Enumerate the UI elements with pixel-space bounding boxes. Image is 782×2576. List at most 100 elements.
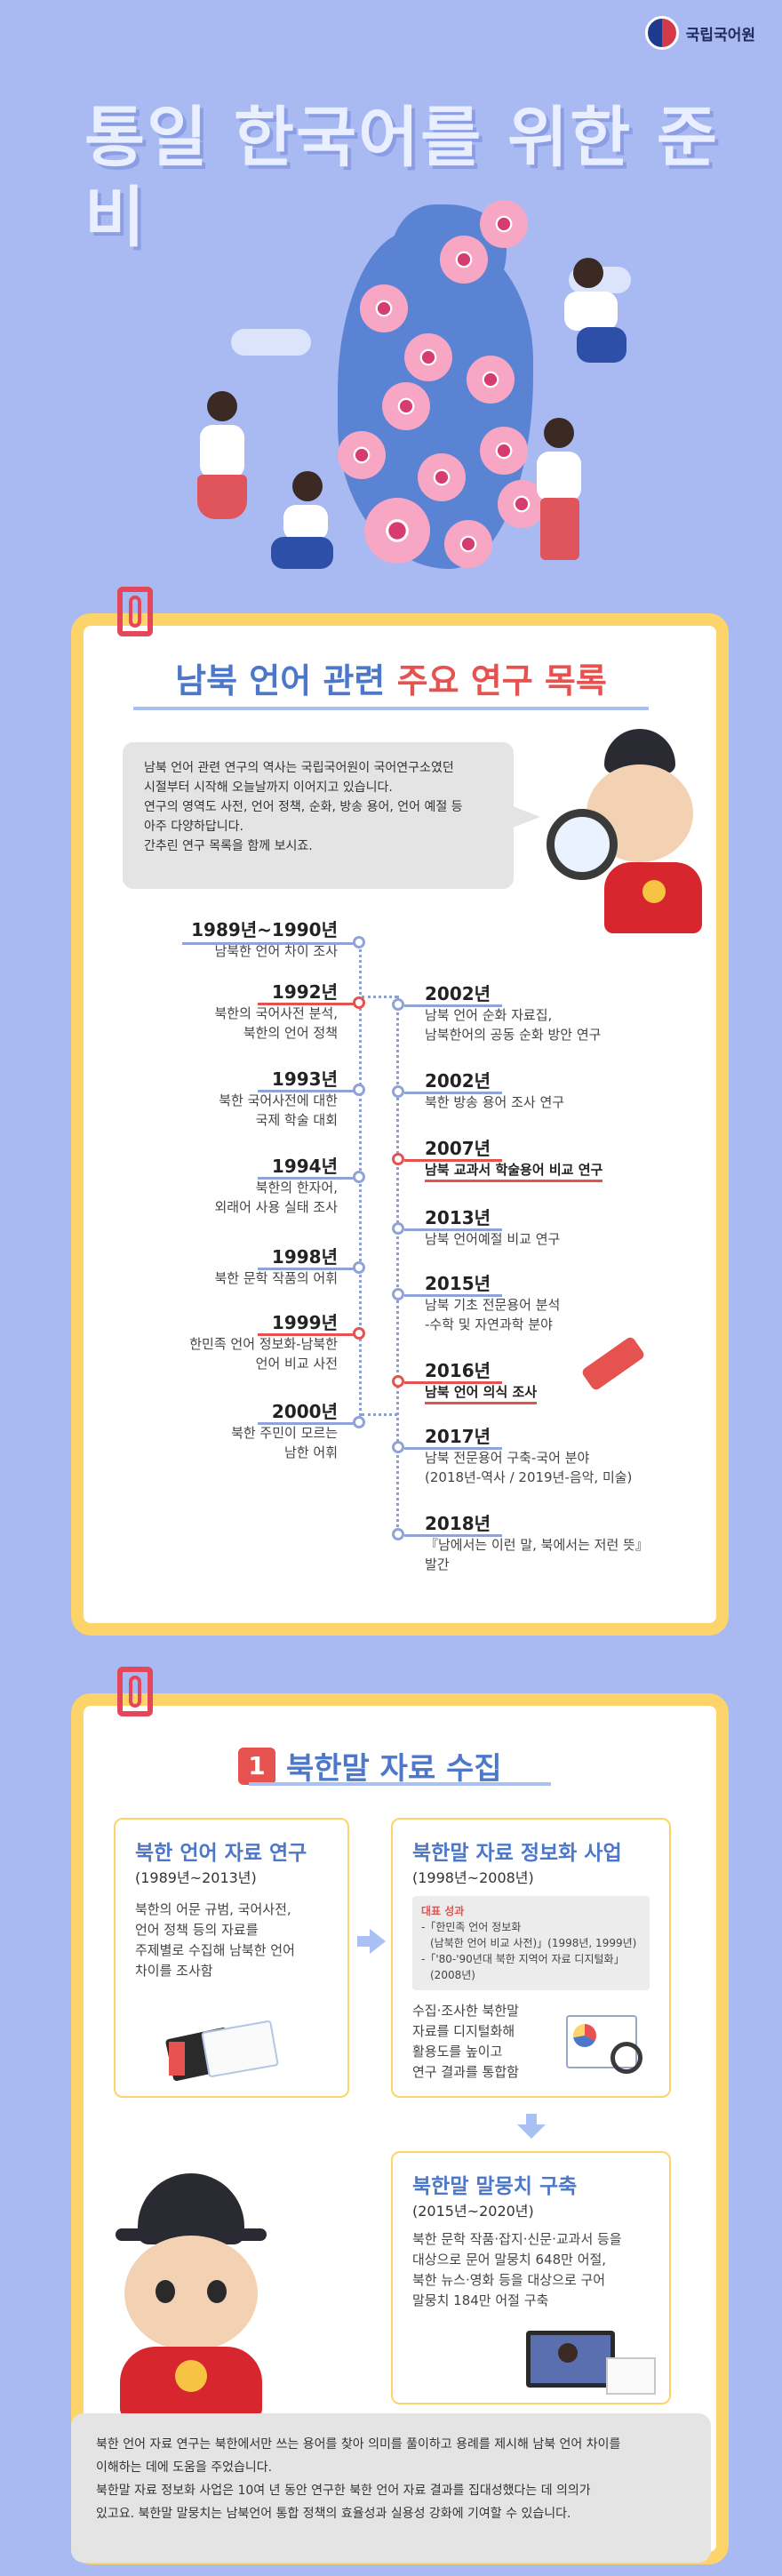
- year-underline: [404, 1294, 502, 1297]
- summary-note: 북한 언어 자료 연구는 북한에서만 쓰는 용어를 찾아 의미를 풀이하고 용례…: [71, 2413, 711, 2563]
- hero-illustration: [0, 0, 782, 604]
- year-underline: [404, 1228, 502, 1231]
- title-underline: [249, 1782, 551, 1786]
- org-name: 국립국어원: [685, 26, 755, 44]
- timeline-text: 남북 언어예절 비교 연구: [425, 1231, 561, 1247]
- timeline-year: 1993년: [271, 1068, 338, 1090]
- highlight-title: 대표 성과: [421, 1905, 465, 1917]
- timeline-text: 국제 학술 대회: [255, 1112, 338, 1128]
- flower-icon: [480, 200, 528, 248]
- section-title: 남북 언어 관련 주요 연구 목록: [175, 661, 607, 700]
- timeline-text: 남북 교과서 학술용어 비교 연구: [425, 1160, 603, 1182]
- card-text: 북한의 어문 규범, 국어사전,: [135, 1901, 291, 1917]
- timeline-year: 1994년: [271, 1156, 338, 1177]
- flower-icon: [338, 431, 386, 479]
- year-underline: [404, 1381, 502, 1384]
- flower-icon: [418, 453, 466, 501]
- timeline-text: 북한의 국어사전 분석,: [214, 1005, 338, 1021]
- timeline-entry: 2007년 남북 교과서 학술용어 비교 연구: [425, 1134, 709, 1182]
- year-underline: [404, 1534, 502, 1537]
- timeline-dot: [392, 1222, 404, 1235]
- timeline-text: 언어 비교 사전: [255, 1356, 338, 1372]
- timeline-entry: 2013년 남북 언어예절 비교 연구: [425, 1204, 709, 1249]
- timeline-text: 남북한어의 공동 순화 방안 연구: [425, 1027, 602, 1043]
- taegeuk-logo-icon: [644, 16, 679, 50]
- timeline-line: [396, 996, 399, 1538]
- year-underline: [404, 1092, 502, 1094]
- info-card: 북한 언어 자료 연구 (1989년~2013년) 북한의 어문 규범, 국어사…: [114, 1818, 349, 2098]
- timeline-year: 2000년: [271, 1401, 338, 1422]
- year-underline: [258, 1268, 355, 1270]
- highlight-text: -「'80-'90년대 북한 지역어 자료 디지털화」: [421, 1953, 625, 1965]
- card-text: 말뭉치 184만 어절 구축: [412, 2292, 549, 2308]
- timeline-text: 『남에서는 이런 말, 북에서는 저런 뜻』: [425, 1537, 649, 1553]
- card-title: 북한 언어 자료 연구: [135, 1842, 307, 1865]
- intro-line: 연구의 영역도 사전, 언어 정책, 순화, 방송 용어, 언어 예절 등: [144, 800, 463, 814]
- year-underline: [404, 1004, 502, 1007]
- timeline-text: 외래어 사용 실태 조사: [214, 1199, 338, 1215]
- magnifier-icon: [547, 809, 618, 880]
- timeline-year: 1998년: [271, 1246, 338, 1268]
- flower-icon: [440, 236, 488, 284]
- card-text: 자료를 디지털화해: [412, 2023, 515, 2039]
- timeline-year: 2002년: [425, 983, 491, 1004]
- person-figure: [271, 471, 342, 587]
- intro-line: 아주 다양하답니다.: [144, 820, 243, 834]
- timeline-year: 1999년: [271, 1312, 338, 1333]
- binder-clip-icon: [117, 1667, 153, 1716]
- section-title: 북한말 자료 수집: [286, 1751, 502, 1787]
- timeline-text: 남북한 언어 차이 조사: [214, 943, 338, 959]
- binder-clip-icon: [117, 587, 153, 636]
- timeline-entry: 2018년 『남에서는 이런 말, 북에서는 저런 뜻』 발간: [425, 1509, 709, 1574]
- timeline-year: 2017년: [425, 1426, 491, 1447]
- timeline-entry: 2000년 북한 주민이 모르는 남한 어휘: [133, 1397, 338, 1462]
- timeline-dot: [392, 1528, 404, 1540]
- highlight-text: (2008년): [430, 1969, 475, 1981]
- cloud-icon: [231, 329, 311, 356]
- timeline-text: 북한 방송 용어 조사 연구: [425, 1094, 565, 1110]
- intro-bubble: 남북 언어 관련 연구의 역사는 국립국어원이 국어연구소였던 시절부터 시작해…: [123, 742, 514, 889]
- timeline-text: 남한 어휘: [284, 1444, 338, 1460]
- news-broadcast-icon: [526, 2331, 659, 2397]
- data-analysis-icon: [566, 2015, 650, 2077]
- year-underline: [258, 1177, 355, 1180]
- timeline-text: (2018년-역사 / 2019년-음악, 미술): [425, 1469, 633, 1485]
- highlight-box: 대표 성과 -「한민족 언어 정보화 (남북한 언어 비교 사전)」(1998년…: [412, 1896, 650, 1990]
- flower-icon: [467, 356, 515, 404]
- timeline-connector: [362, 996, 397, 998]
- person-figure: [524, 418, 595, 587]
- timeline-text: 발간: [425, 1556, 450, 1572]
- mascot-illustration: [102, 2173, 280, 2418]
- timeline-dot: [392, 1288, 404, 1300]
- timeline-text: -수학 및 자연과학 분야: [425, 1316, 553, 1332]
- timeline-entry: 1993년 북한 국어사전에 대한 국제 학술 대회: [133, 1065, 338, 1130]
- card-text: 대상으로 문어 말뭉치 648만 어절,: [412, 2252, 607, 2268]
- intro-line: 시절부터 시작해 오늘날까지 이어지고 있습니다.: [144, 780, 393, 795]
- timeline-entry: 1999년 한민족 언어 정보화-남북한 언어 비교 사전: [116, 1308, 338, 1373]
- section-number-badge: 1: [238, 1747, 275, 1785]
- title-underline: [133, 707, 649, 710]
- person-figure: [191, 391, 253, 569]
- summary-line: 있고요. 북한말 말뭉치는 남북언어 통합 정책의 효율성과 실용성 강화에 기…: [96, 2507, 571, 2521]
- timeline-text: 남북 전문용어 구축-국어 분야: [425, 1450, 590, 1466]
- year-underline: [258, 1003, 355, 1005]
- flower-icon: [480, 427, 528, 475]
- timeline-dot: [353, 996, 365, 1009]
- timeline-text: 남북 기초 전문용어 분석: [425, 1297, 561, 1313]
- flow-arrow-right-icon: [357, 1929, 386, 1954]
- year-underline: [404, 1159, 502, 1162]
- timeline-entry: 1989년~1990년 남북한 언어 차이 조사: [133, 916, 338, 961]
- year-underline: [404, 1447, 502, 1450]
- card-text: 차이를 조사함: [135, 1963, 213, 1979]
- timeline-text: 남북 언어 순화 자료집,: [425, 1007, 553, 1023]
- year-underline: [258, 1422, 355, 1425]
- year-underline: [182, 942, 355, 945]
- highlight-text: (남북한 언어 비교 사전)」(1998년, 1999년): [430, 1937, 637, 1949]
- bubble-tail: [508, 804, 540, 829]
- timeline-dot: [353, 1261, 365, 1274]
- timeline-entry: 2016년 남북 언어 의식 조사: [425, 1356, 709, 1404]
- timeline-text: 북한의 한자어,: [255, 1180, 338, 1196]
- card-text: 북한 문학 작품·잡지·신문·교과서 등을: [412, 2231, 622, 2247]
- flower-icon: [360, 284, 408, 332]
- timeline-entry: 1994년 북한의 한자어, 외래어 사용 실태 조사: [133, 1152, 338, 1217]
